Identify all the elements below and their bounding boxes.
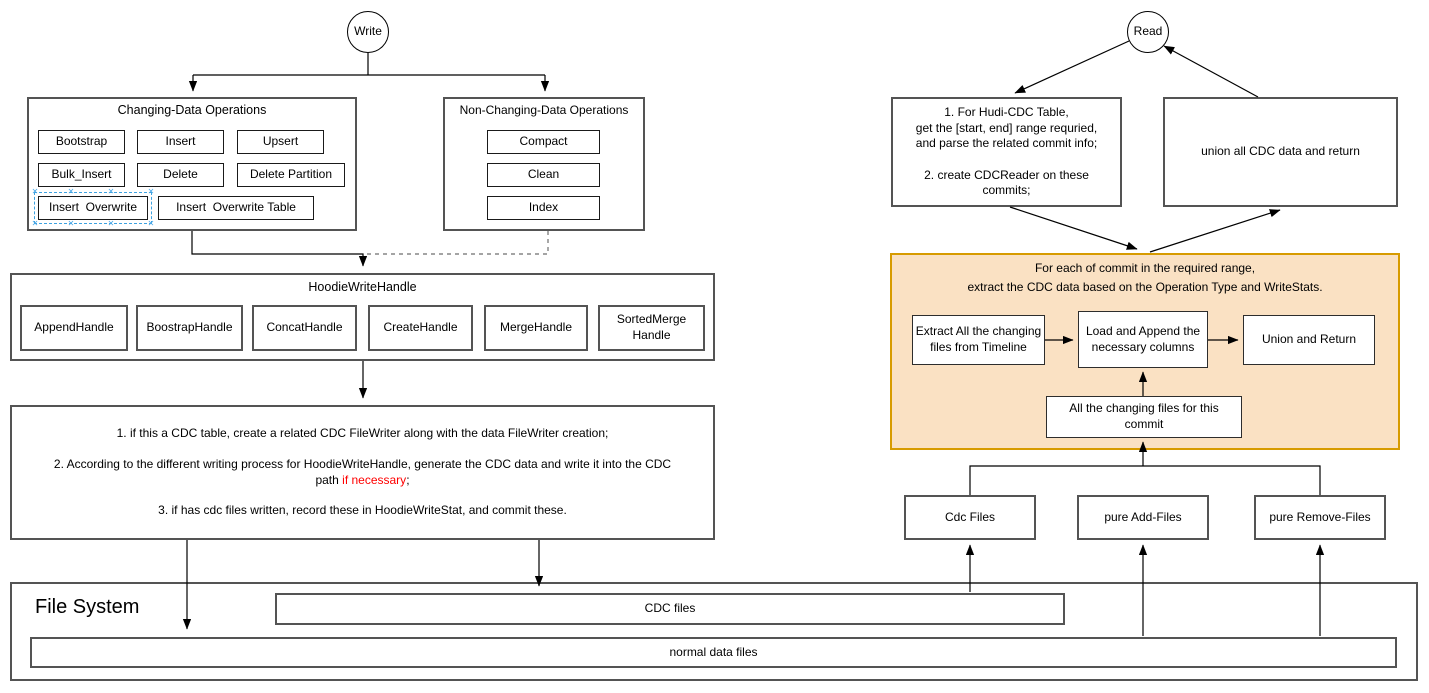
write-branch-line (193, 53, 545, 76)
cdc-write-steps-box[interactable]: 1. if this a CDC table, create a related… (10, 405, 715, 540)
cdc-write-step-1: 1. if this a CDC table, create a related… (116, 426, 609, 441)
cdc-write-step-2: 2. According to the different writing pr… (54, 457, 671, 488)
selection-handle-icon[interactable]: ✕ (31, 219, 39, 228)
op-index[interactable]: Index (487, 196, 600, 220)
file-groups-branch-line (969, 465, 1321, 495)
non-changing-data-operations-title: Non-Changing-Data Operations (459, 103, 629, 117)
changing-data-operations-title: Changing-Data Operations (117, 103, 267, 117)
pure-remove-files-box[interactable]: pure Remove-Files (1254, 495, 1386, 540)
extract-changing-files-box[interactable]: Extract All the changing files from Time… (912, 315, 1045, 365)
selection-handle-icon[interactable]: ✕ (31, 187, 39, 196)
arrow-changing-to-handle (191, 231, 368, 267)
concat-handle[interactable]: ConcatHandle (252, 305, 357, 351)
read-prepare-box[interactable]: 1. For Hudi-CDC Table, get the [start, e… (891, 97, 1122, 207)
arrow-prepare-to-per-commit (1009, 206, 1138, 250)
cdc-write-step-3: 3. if has cdc files written, record thes… (158, 503, 567, 518)
op-compact[interactable]: Compact (487, 130, 600, 154)
op-bulk-insert[interactable]: Bulk_Insert (38, 163, 125, 187)
selection-handle-icon[interactable]: ✕ (107, 219, 115, 228)
changing-files-for-commit-box[interactable]: All the changing files for this commit (1046, 396, 1242, 438)
op-delete-partition[interactable]: Delete Partition (237, 163, 345, 187)
read-start-label: Read (1133, 24, 1163, 39)
if-necessary-highlight: if necessary (342, 472, 407, 487)
op-upsert[interactable]: Upsert (237, 130, 324, 154)
arrow-read-to-prepare (1014, 40, 1130, 94)
selection-handle-icon[interactable]: ✕ (107, 187, 115, 196)
load-append-columns-box[interactable]: Load and Append the necessary columns (1078, 311, 1208, 368)
per-commit-extract-title: For each of commit in the required range… (890, 259, 1400, 296)
cdc-files-store[interactable]: CDC files (275, 593, 1065, 625)
op-insert-overwrite-table[interactable]: Insert Overwrite Table (158, 196, 314, 220)
selection-handle-icon[interactable]: ✕ (147, 187, 155, 196)
read-union-box[interactable]: union all CDC data and return (1163, 97, 1398, 207)
arrow-union-to-read (1163, 45, 1259, 98)
selection-handle-icon[interactable]: ✕ (147, 219, 155, 228)
write-start-label: Write (354, 24, 382, 39)
pure-add-files-box[interactable]: pure Add-Files (1077, 495, 1209, 540)
op-delete[interactable]: Delete (137, 163, 224, 187)
cdc-write-step-2-line1: 2. According to the different writing pr… (53, 456, 672, 471)
write-start-node[interactable]: Write (347, 11, 389, 53)
union-and-return-box[interactable]: Union and Return (1243, 315, 1375, 365)
dashed-non-changing-to-handle (367, 231, 549, 255)
file-system-title: File System (35, 596, 140, 618)
selection-handle-icon[interactable]: ✕ (67, 219, 75, 228)
file-system-group[interactable] (10, 582, 1418, 681)
op-insert-overwrite[interactable]: Insert Overwrite (38, 196, 148, 220)
sorted-merge-handle[interactable]: SortedMerge Handle (598, 305, 705, 351)
op-clean[interactable]: Clean (487, 163, 600, 187)
cdc-write-step-2-end: ; (406, 472, 410, 487)
read-start-node[interactable]: Read (1127, 11, 1169, 53)
create-handle[interactable]: CreateHandle (368, 305, 473, 351)
hoodie-write-handle-title: HoodieWriteHandle (308, 280, 417, 294)
boostrap-handle[interactable]: BoostrapHandle (136, 305, 243, 351)
merge-handle[interactable]: MergeHandle (484, 305, 588, 351)
op-insert[interactable]: Insert (137, 130, 224, 154)
per-commit-title-line1: For each of commit in the required range… (1034, 261, 1256, 275)
selection-handle-icon[interactable]: ✕ (67, 187, 75, 196)
append-handle[interactable]: AppendHandle (20, 305, 128, 351)
normal-data-files-store[interactable]: normal data files (30, 637, 1397, 668)
cdc-write-step-2-line2: path (315, 472, 343, 487)
per-commit-title-line2: extract the CDC data based on the Operat… (967, 279, 1323, 294)
arrow-per-commit-to-union (1149, 209, 1281, 253)
cdc-files-group-box[interactable]: Cdc Files (904, 495, 1036, 540)
op-bootstrap[interactable]: Bootstrap (38, 130, 125, 154)
selection-outline: ✕ ✕ ✕ ✕ ✕ ✕ ✕ ✕ (32, 188, 155, 228)
